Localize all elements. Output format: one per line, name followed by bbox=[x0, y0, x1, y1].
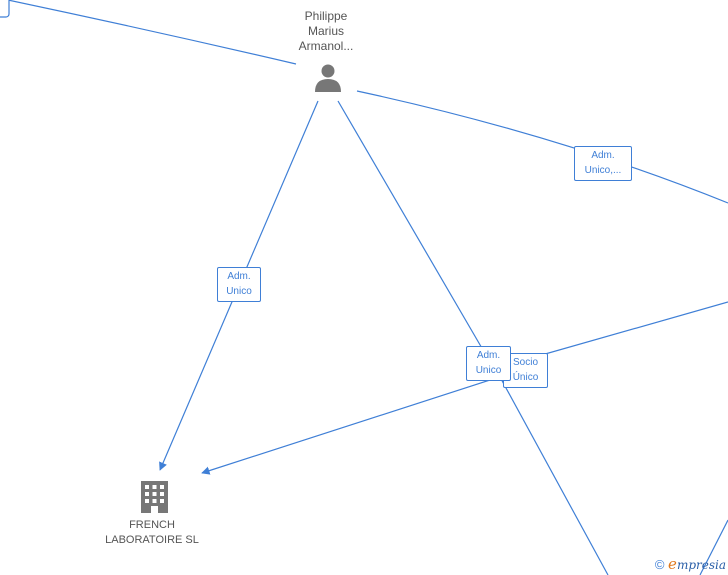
edge-label-line1: Adm. bbox=[591, 150, 615, 161]
company-name-line2: LABORATOIRE SL bbox=[105, 534, 199, 546]
edge-person-to-center bbox=[337, 100, 491, 363]
person-name-line3: Armanol... bbox=[298, 39, 354, 53]
company-node-label[interactable]: FRENCH LABORATOIRE SL bbox=[92, 518, 212, 548]
edge-center-to-company bbox=[201, 379, 491, 475]
edge-bottom-right bbox=[699, 519, 728, 575]
edge-label-adm-unico-left[interactable]: Adm. Unico bbox=[217, 267, 261, 302]
empresia-watermark: © empresia bbox=[655, 555, 726, 573]
person-name-line2: Marius bbox=[307, 24, 344, 38]
edge-label-line1: Adm. bbox=[227, 271, 251, 282]
copyright-symbol: © bbox=[654, 557, 665, 572]
edge-label-line1: Adm. bbox=[476, 350, 501, 361]
company-name-line1: FRENCH bbox=[129, 519, 175, 531]
edge-label-line2: Unico,... bbox=[584, 165, 622, 176]
edge-label-line2: Unico bbox=[226, 286, 252, 297]
offscreen-node-box bbox=[0, 0, 10, 18]
edge-label-adm-unico-right[interactable]: Adm. Unico,... bbox=[574, 146, 632, 181]
edge-label-line2: Único bbox=[512, 372, 539, 383]
person-icon[interactable] bbox=[315, 64, 341, 93]
edge-offscreen-to-person bbox=[7, 0, 297, 65]
edge-center-down bbox=[499, 376, 609, 575]
person-name-line1: Philippe bbox=[304, 9, 348, 23]
edge-label-line2: Unico bbox=[475, 365, 502, 376]
empresia-logo: empresia bbox=[668, 555, 726, 573]
edge-label-line1: Socio bbox=[512, 357, 538, 368]
edge-label-adm-unico-center[interactable]: Adm. Unico bbox=[466, 346, 511, 381]
edge-person-right bbox=[356, 90, 728, 204]
person-node-label[interactable]: Philippe Marius Armanol... bbox=[276, 9, 376, 54]
building-icon[interactable] bbox=[141, 481, 168, 513]
